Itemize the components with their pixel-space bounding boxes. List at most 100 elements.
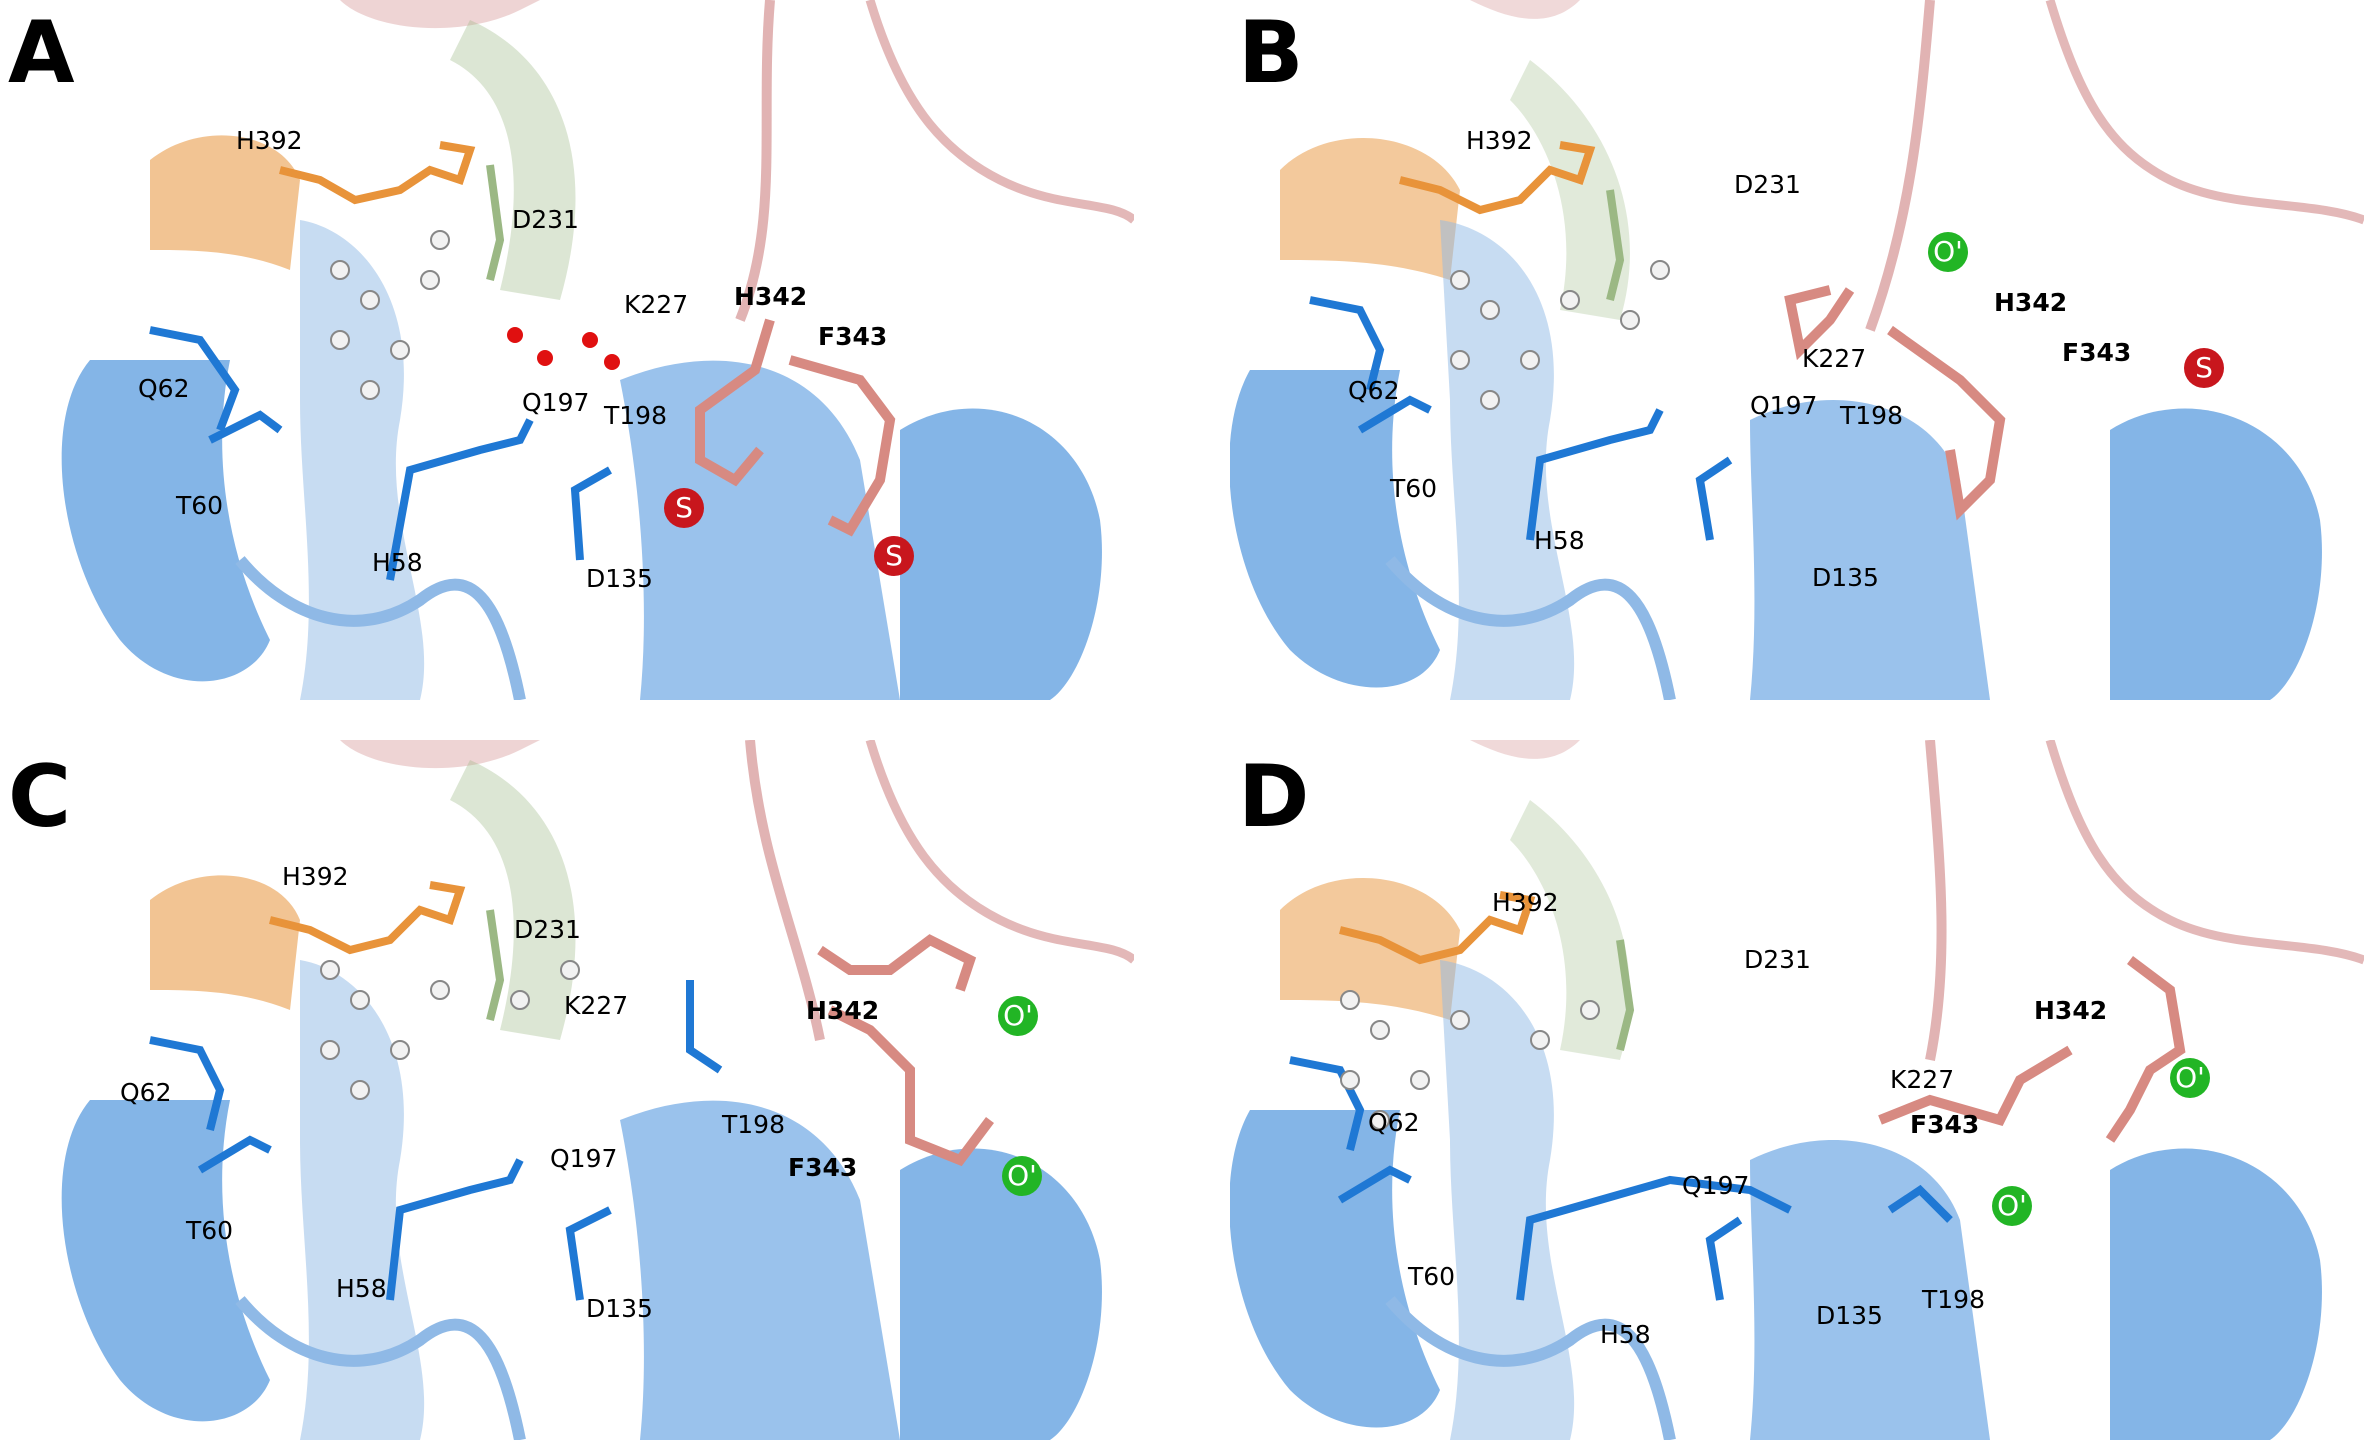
panel-letter: C xyxy=(8,747,72,847)
helix-blue-far-right xyxy=(2110,408,2322,700)
label-f343: F343 xyxy=(818,322,888,351)
f343-ball-stick xyxy=(788,355,896,537)
d135-stick xyxy=(1705,1216,1743,1301)
loop-pink xyxy=(1925,740,1947,1061)
label-h392: H392 xyxy=(282,862,349,891)
label-f343: F343 xyxy=(2062,338,2132,367)
helix-blue-left xyxy=(61,1100,271,1422)
label-h58: H58 xyxy=(336,1274,387,1303)
f343-ball-stick xyxy=(1878,1045,2073,1126)
panel-a: A H392 D231 K227 H342 F343 Q62 Q197 T198… xyxy=(0,0,1134,700)
label-q197: Q197 xyxy=(550,1144,618,1173)
label-h58: H58 xyxy=(1534,526,1585,555)
label-h392: H392 xyxy=(236,126,303,155)
loop-blue xyxy=(235,1296,526,1440)
panel-letter: A xyxy=(8,3,75,103)
label-h342: H342 xyxy=(1994,288,2068,317)
h342-ball-stick xyxy=(817,934,977,992)
label-h342: H342 xyxy=(2034,996,2108,1025)
label-d231: D231 xyxy=(512,205,579,234)
adenine-ligand xyxy=(1450,260,1670,410)
label-f343: F343 xyxy=(788,1153,858,1182)
label-h392: H392 xyxy=(1492,888,1559,917)
label-h58: H58 xyxy=(372,548,423,577)
panel-b: B H392 D231 K227 H342 F343 Q62 Q197 T198… xyxy=(1230,0,2364,700)
loop-blue xyxy=(1385,1296,1676,1440)
label-q197: Q197 xyxy=(1682,1171,1750,1200)
label-d231: D231 xyxy=(1734,170,1801,199)
label-d135: D135 xyxy=(586,1294,653,1323)
helix-green-background xyxy=(1510,800,1630,1060)
adenine-ligand xyxy=(320,960,580,1100)
panel-letter: D xyxy=(1238,747,1310,847)
t60-stick xyxy=(208,410,283,444)
d231-stick xyxy=(486,164,505,281)
h392-stick xyxy=(279,141,476,205)
helix-pink-background xyxy=(340,740,540,769)
label-q62: Q62 xyxy=(120,1078,172,1107)
label-t198: T198 xyxy=(604,401,667,430)
panel-d: D H392 D231 K227 H342 F343 Q62 Q197 T198… xyxy=(1230,740,2364,1440)
state-badge: S xyxy=(2184,348,2224,388)
helix-pink-background xyxy=(1470,0,1580,19)
h342-ball-stick xyxy=(695,318,775,487)
label-d231: D231 xyxy=(1744,945,1811,974)
d231-stick xyxy=(1616,939,1635,1051)
h392-stick xyxy=(1399,141,1596,215)
state-badge: S xyxy=(664,488,704,528)
h392-stick xyxy=(1339,891,1536,965)
adenine-ligand xyxy=(330,230,450,400)
loop-pink-right xyxy=(2045,740,2364,965)
panel-c-structure xyxy=(61,740,1134,1440)
d231-stick xyxy=(1606,189,1625,301)
helix-orange-background xyxy=(1280,137,1460,280)
helix-blue-left xyxy=(1230,1110,1440,1428)
loop-blue xyxy=(235,556,526,700)
loop-pink-right xyxy=(2045,0,2364,225)
helix-blue-center xyxy=(300,220,425,700)
label-d135: D135 xyxy=(586,564,653,593)
sheet-blue-right xyxy=(1750,400,1990,700)
helix-blue-center xyxy=(1440,960,1575,1440)
label-q62: Q62 xyxy=(1348,376,1400,405)
h58-stick xyxy=(1526,408,1664,541)
state-badge: O' xyxy=(1002,1156,1042,1196)
sheet-blue-right xyxy=(1750,1140,1990,1440)
state-badge: S xyxy=(874,536,914,576)
helix-blue-left xyxy=(1230,370,1440,688)
panel-d-structure xyxy=(1230,740,2364,1440)
t60-stick xyxy=(1357,395,1432,434)
h342-ball-stick xyxy=(2105,956,2186,1143)
label-h342: H342 xyxy=(806,996,880,1025)
label-q197: Q197 xyxy=(1750,391,1818,420)
state-badge: O' xyxy=(1928,232,1968,272)
label-f343: F343 xyxy=(1910,1110,1980,1139)
label-d135: D135 xyxy=(1816,1301,1883,1330)
state-badge: O' xyxy=(998,996,1038,1036)
helix-green-background xyxy=(450,20,576,300)
adenine-ligand xyxy=(1340,990,1600,1130)
loop-blue xyxy=(1385,556,1676,700)
d135-stick xyxy=(1695,456,1733,541)
sheet-blue-right xyxy=(620,360,900,700)
t198-stick xyxy=(1887,1184,1953,1223)
panel-b-structure xyxy=(1230,0,2364,700)
label-h342: H342 xyxy=(734,282,808,311)
helix-blue-center xyxy=(1440,220,1575,700)
q62-stick xyxy=(149,1036,225,1131)
label-t60: T60 xyxy=(186,1216,234,1245)
f343-ball-stick xyxy=(827,1005,994,1167)
helix-orange-background xyxy=(150,135,300,270)
water-molecules xyxy=(507,327,620,370)
label-h58: H58 xyxy=(1600,1320,1651,1349)
d135-stick xyxy=(565,1206,612,1301)
sheet-blue-right xyxy=(620,1100,900,1440)
helix-blue-center xyxy=(300,960,425,1440)
label-t60: T60 xyxy=(1390,474,1438,503)
t60-stick xyxy=(197,1135,272,1174)
loop-pink xyxy=(745,740,825,1041)
helix-blue-left xyxy=(61,360,271,682)
label-h392: H392 xyxy=(1466,126,1533,155)
helix-orange-background xyxy=(1280,877,1460,1020)
